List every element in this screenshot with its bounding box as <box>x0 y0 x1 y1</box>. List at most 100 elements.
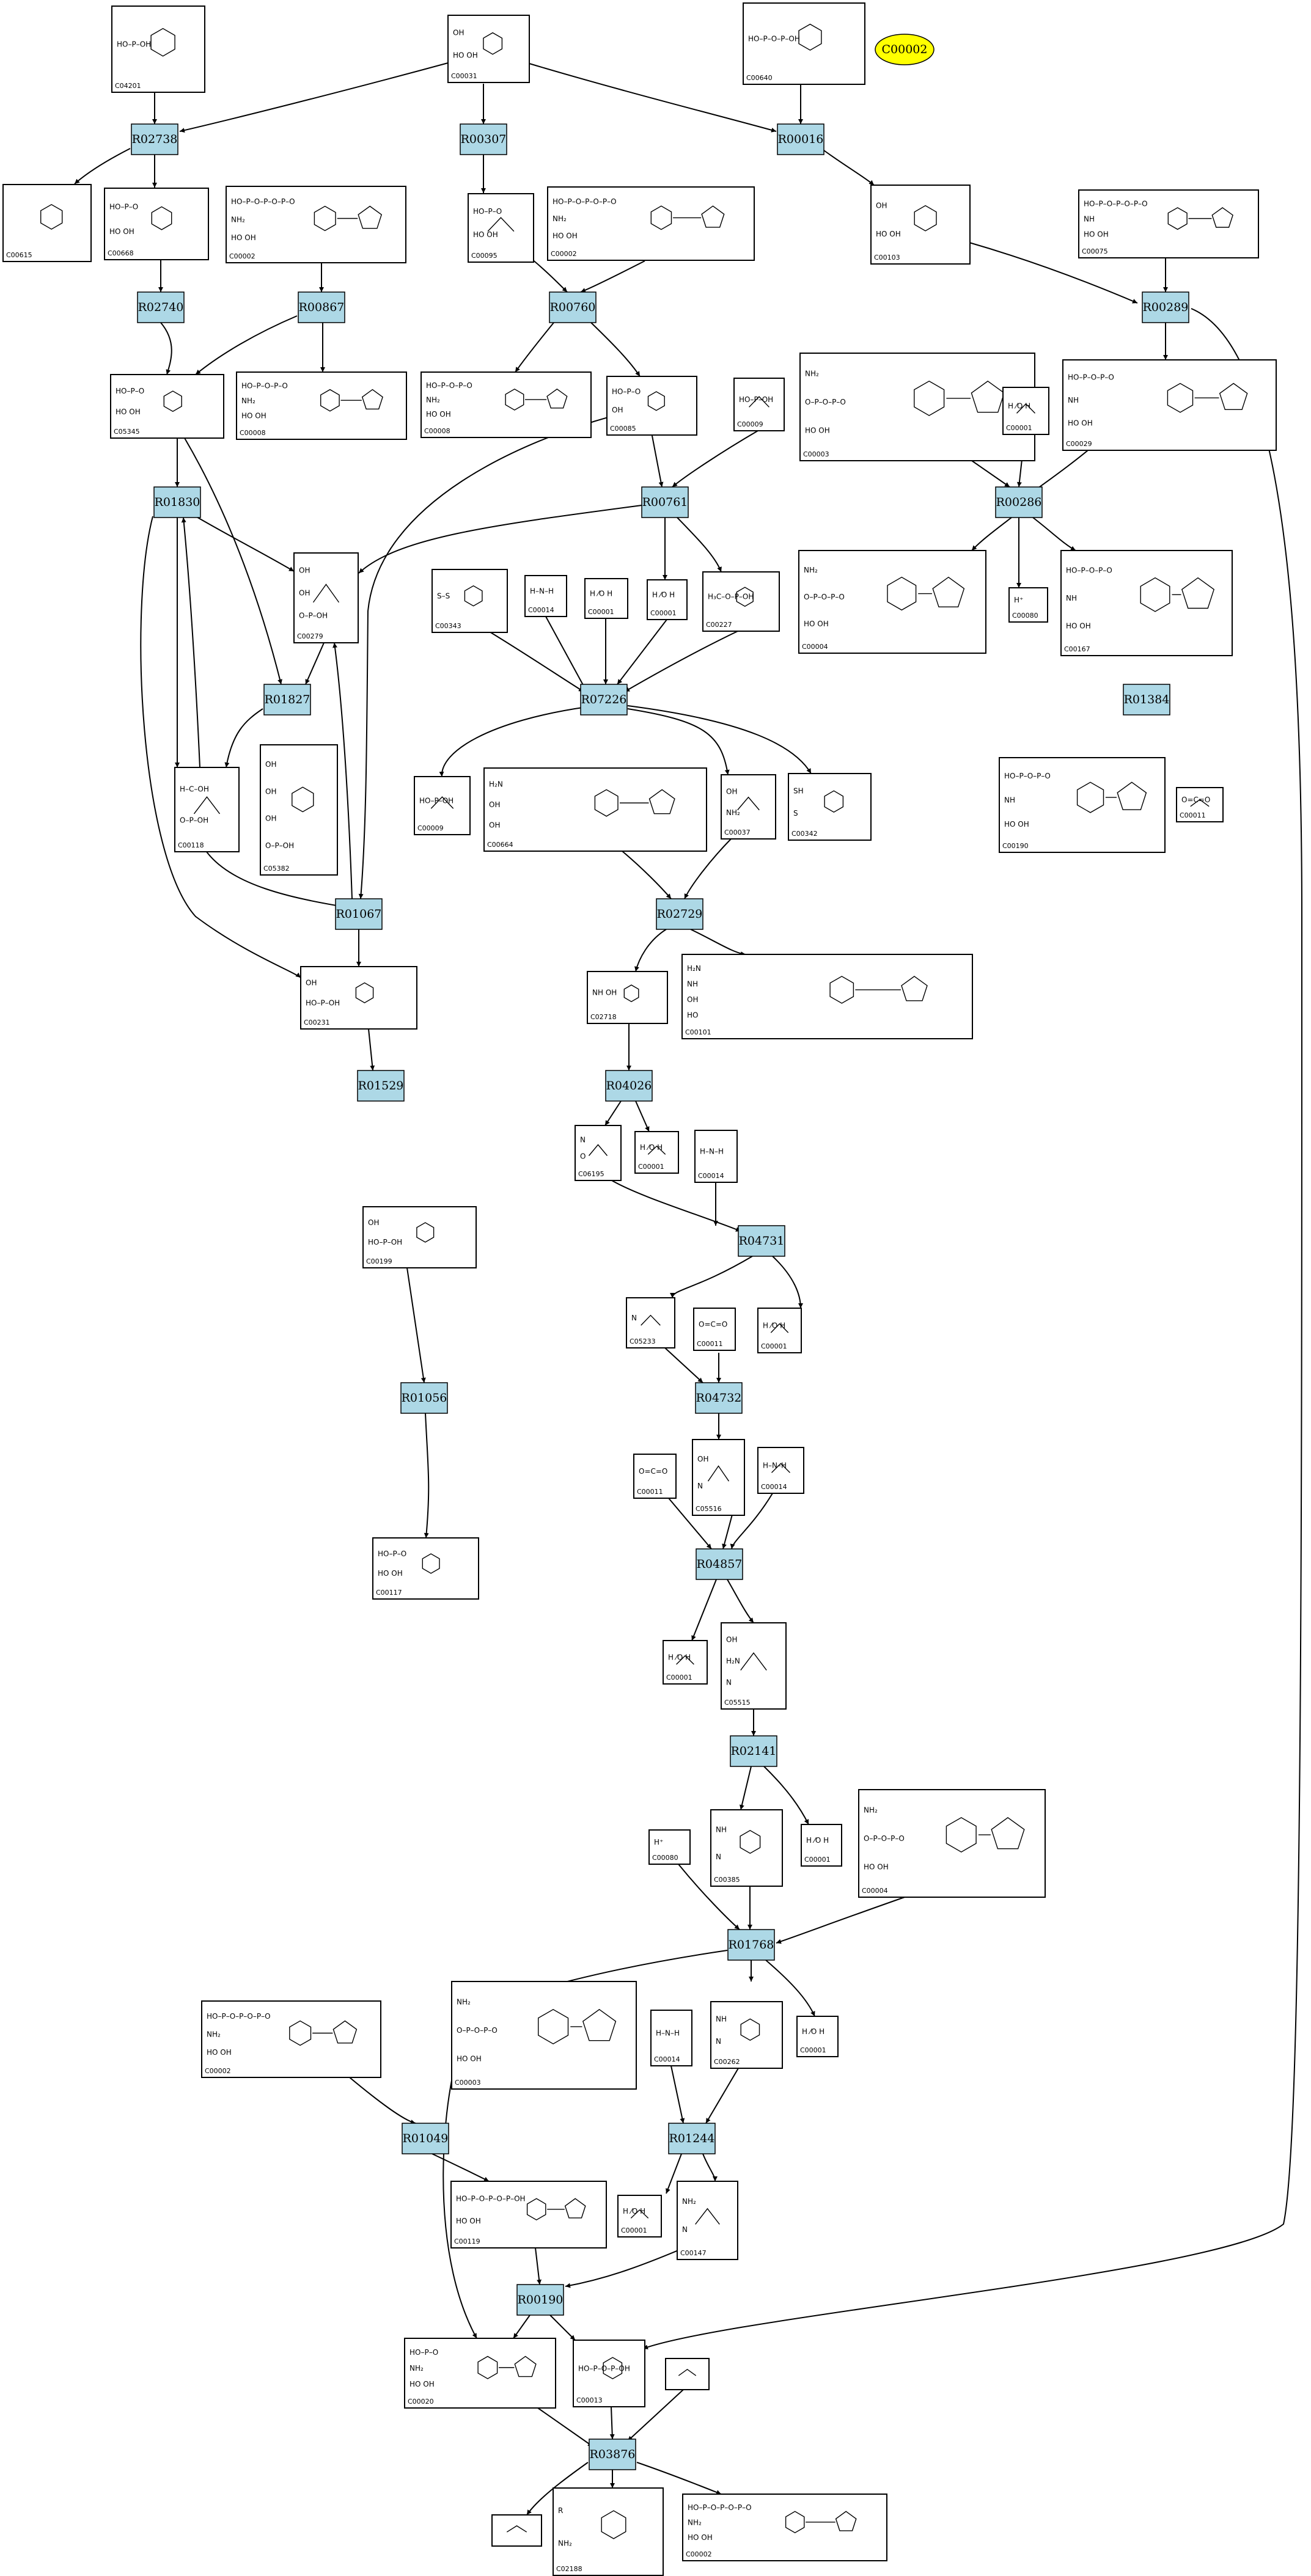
reaction-node[interactable]: R00760 <box>549 291 597 323</box>
reaction-node[interactable]: R00016 <box>777 123 824 155</box>
reaction-node[interactable]: R01056 <box>400 1382 448 1414</box>
reaction-node[interactable]: R04857 <box>696 1548 743 1580</box>
reaction-node[interactable]: R00307 <box>460 123 507 155</box>
structure-label: O <box>580 1152 586 1161</box>
reaction-node[interactable]: R00867 <box>298 291 345 323</box>
reaction-node[interactable]: R01067 <box>335 898 383 930</box>
reaction-node[interactable]: R02738 <box>131 123 178 155</box>
reaction-edge <box>406 1267 426 1383</box>
reaction-node[interactable]: R00761 <box>641 486 689 518</box>
reaction-node[interactable]: R00190 <box>516 2284 564 2316</box>
reaction-node[interactable]: R04732 <box>695 1382 743 1414</box>
compound-box <box>431 569 508 633</box>
reaction-node[interactable]: R01768 <box>727 1929 775 1961</box>
compound-node[interactable]: C00615 <box>2 184 92 262</box>
reaction-node[interactable]: R02729 <box>656 898 703 930</box>
reaction-node[interactable]: R02740 <box>137 291 185 323</box>
compound-node[interactable] <box>491 2514 542 2547</box>
reaction-node[interactable]: R04731 <box>738 1225 785 1257</box>
reaction-node[interactable]: R00289 <box>1142 291 1189 323</box>
reaction-node[interactable]: R01244 <box>668 2123 716 2154</box>
reaction-node[interactable]: R00286 <box>995 486 1043 518</box>
reaction-node[interactable]: R02141 <box>730 1735 777 1767</box>
reaction-node[interactable]: R01384 <box>1123 684 1170 715</box>
reaction-node[interactable]: R01827 <box>263 684 311 715</box>
reaction-node[interactable]: R01049 <box>402 2123 449 2154</box>
compound-node[interactable]: H⁺C00080 <box>648 1829 691 1865</box>
reaction-node[interactable]: R04026 <box>605 1070 653 1102</box>
reaction-node[interactable]: R01529 <box>357 1070 405 1102</box>
highlighted-compound[interactable]: C00002 <box>875 34 935 65</box>
reaction-node[interactable]: R07226 <box>580 684 628 715</box>
reaction-node[interactable]: R01830 <box>153 486 201 518</box>
reaction-node[interactable]: R03876 <box>589 2439 636 2470</box>
compound-node[interactable]: H⁺C00080 <box>1008 587 1048 623</box>
compound-node[interactable] <box>665 2358 710 2390</box>
